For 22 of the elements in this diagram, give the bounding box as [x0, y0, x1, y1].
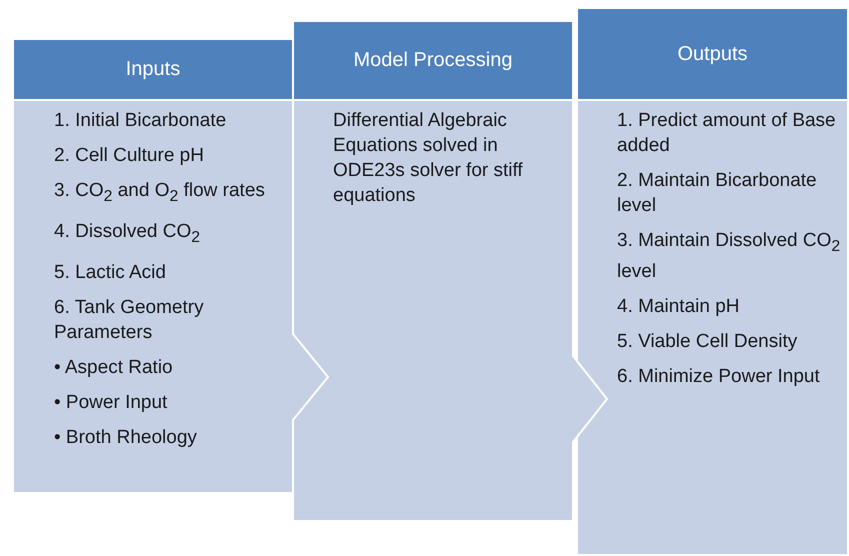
- list-item: 6. Minimize Power Input: [617, 364, 821, 389]
- column-header: [292, 20, 574, 101]
- list-item: 5. Lactic Acid: [54, 260, 167, 285]
- list-item: 4. Dissolved CO$_{2}$: [54, 220, 202, 248]
- list-item: 2. Maintain Bicarbonate level: [617, 169, 818, 218]
- list-item: 3. CO$_{2}$ and O$_{2}$ flow rates: [54, 179, 266, 207]
- list-item: 5. Viable Cell Density: [617, 330, 798, 354]
- list-item: 1. Initial Bicarbonate: [54, 109, 228, 133]
- list-item: Differential Algebraic Equations solved in ODE23s solver for stiff equations: [333, 109, 524, 208]
- list-item: 2. Cell Culture pH: [54, 144, 205, 168]
- header-text: Outputs: [677, 42, 748, 66]
- list-item: • Power Input: [54, 390, 168, 415]
- header-text: Inputs: [126, 58, 180, 81]
- list-item: 4. Maintain pH: [617, 294, 741, 319]
- column-header: [12, 38, 294, 101]
- header-text: Model Processing: [354, 49, 512, 72]
- list-item: • Broth Rheology: [54, 426, 198, 450]
- list-item: • Aspect Ratio: [54, 356, 174, 380]
- column-header: [576, 7, 849, 101]
- list-item: 1. Predict amount of Base added: [617, 109, 837, 158]
- list-item: 6. Tank Geometry Parameters: [54, 296, 205, 345]
- list-item: 3. Maintain Dissolved CO$_{2}$ level: [617, 229, 842, 284]
